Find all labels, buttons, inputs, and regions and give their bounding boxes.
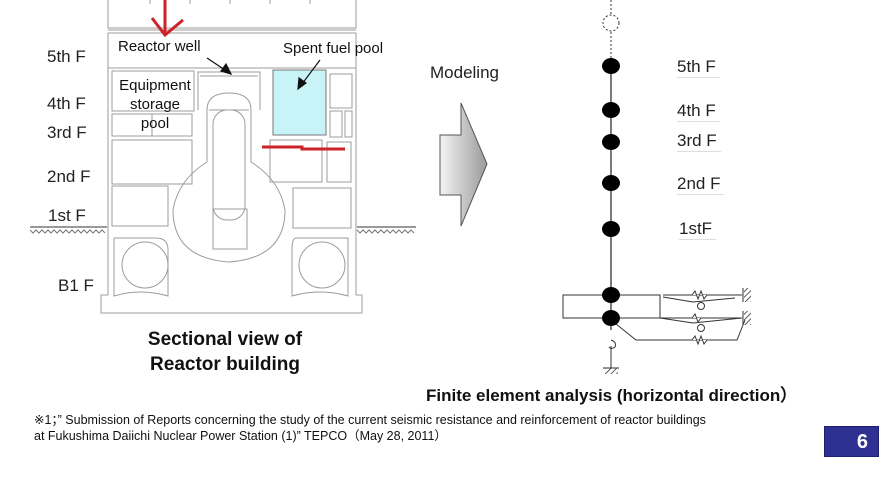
equipment-pool-label-line1: Equipment: [119, 77, 191, 94]
node-base-lower: [602, 310, 620, 326]
node-label-2nd: 2nd F: [677, 174, 725, 195]
footnote: ※1；” Submission of Reports concerning th…: [34, 412, 706, 444]
node-3rd-floor: [602, 134, 620, 150]
node-5th-floor: [602, 58, 620, 74]
node-base-upper: [602, 287, 620, 303]
equipment-pool-label: Equipment storage pool: [112, 76, 198, 133]
reactor-well-label: Reactor well: [118, 38, 201, 55]
rotational-spring-icon: [697, 324, 705, 332]
floor-label-b1: B1 F: [58, 276, 94, 295]
ground-line: [29, 226, 416, 234]
node-label-1st: 1stF: [679, 219, 717, 240]
right-arrow-icon: [439, 102, 488, 227]
node-2nd-floor: [602, 175, 620, 191]
fea-caption: Finite element analysis (horizontal dire…: [426, 386, 798, 405]
fixed-support-icon: [744, 311, 751, 325]
node-label-4th: 4th F: [677, 101, 720, 122]
spring-icon: [691, 334, 708, 346]
equipment-pool-label-line2: storage: [129, 96, 181, 113]
caption-line-1: Sectional view of: [147, 329, 303, 350]
node-label-5th: 5th F: [677, 57, 720, 78]
footnote-line-1: ※1；” Submission of Reports concerning th…: [34, 413, 706, 427]
fixed-support-icon: [605, 368, 618, 374]
roof-node-dashed: [602, 14, 620, 32]
modeling-label: Modeling: [430, 63, 499, 82]
fea-nodes: [602, 58, 620, 326]
fixed-support-icon: [744, 288, 751, 302]
floor-label-1st: 1st F: [48, 206, 86, 225]
rotational-spring-icon: [697, 302, 705, 310]
red-annotation: [150, 0, 345, 151]
node-1st-floor: [602, 221, 620, 237]
spent-fuel-pool-label: Spent fuel pool: [283, 40, 384, 57]
floor-label-2nd: 2nd F: [47, 167, 91, 186]
footnote-line-2: at Fukushima Daiichi Nuclear Power Stati…: [34, 429, 447, 443]
spring-icon: [691, 312, 702, 324]
rotational-spring-icon: [608, 339, 616, 368]
equipment-pool-label-line3: pool: [140, 115, 170, 132]
spring-icon: [691, 289, 708, 301]
floor-label-4th: 4th F: [47, 94, 86, 113]
sectional-view-caption: Sectional view of Reactor building: [120, 327, 330, 377]
node-4th-floor: [602, 102, 620, 118]
roof-frame: [107, 0, 357, 29]
floor-label-5th: 5th F: [47, 47, 86, 66]
floor-label-3rd: 3rd F: [47, 123, 87, 142]
page-number-badge: 6: [824, 426, 879, 457]
node-label-3rd: 3rd F: [677, 131, 721, 152]
caption-line-2: Reactor building: [150, 354, 300, 375]
